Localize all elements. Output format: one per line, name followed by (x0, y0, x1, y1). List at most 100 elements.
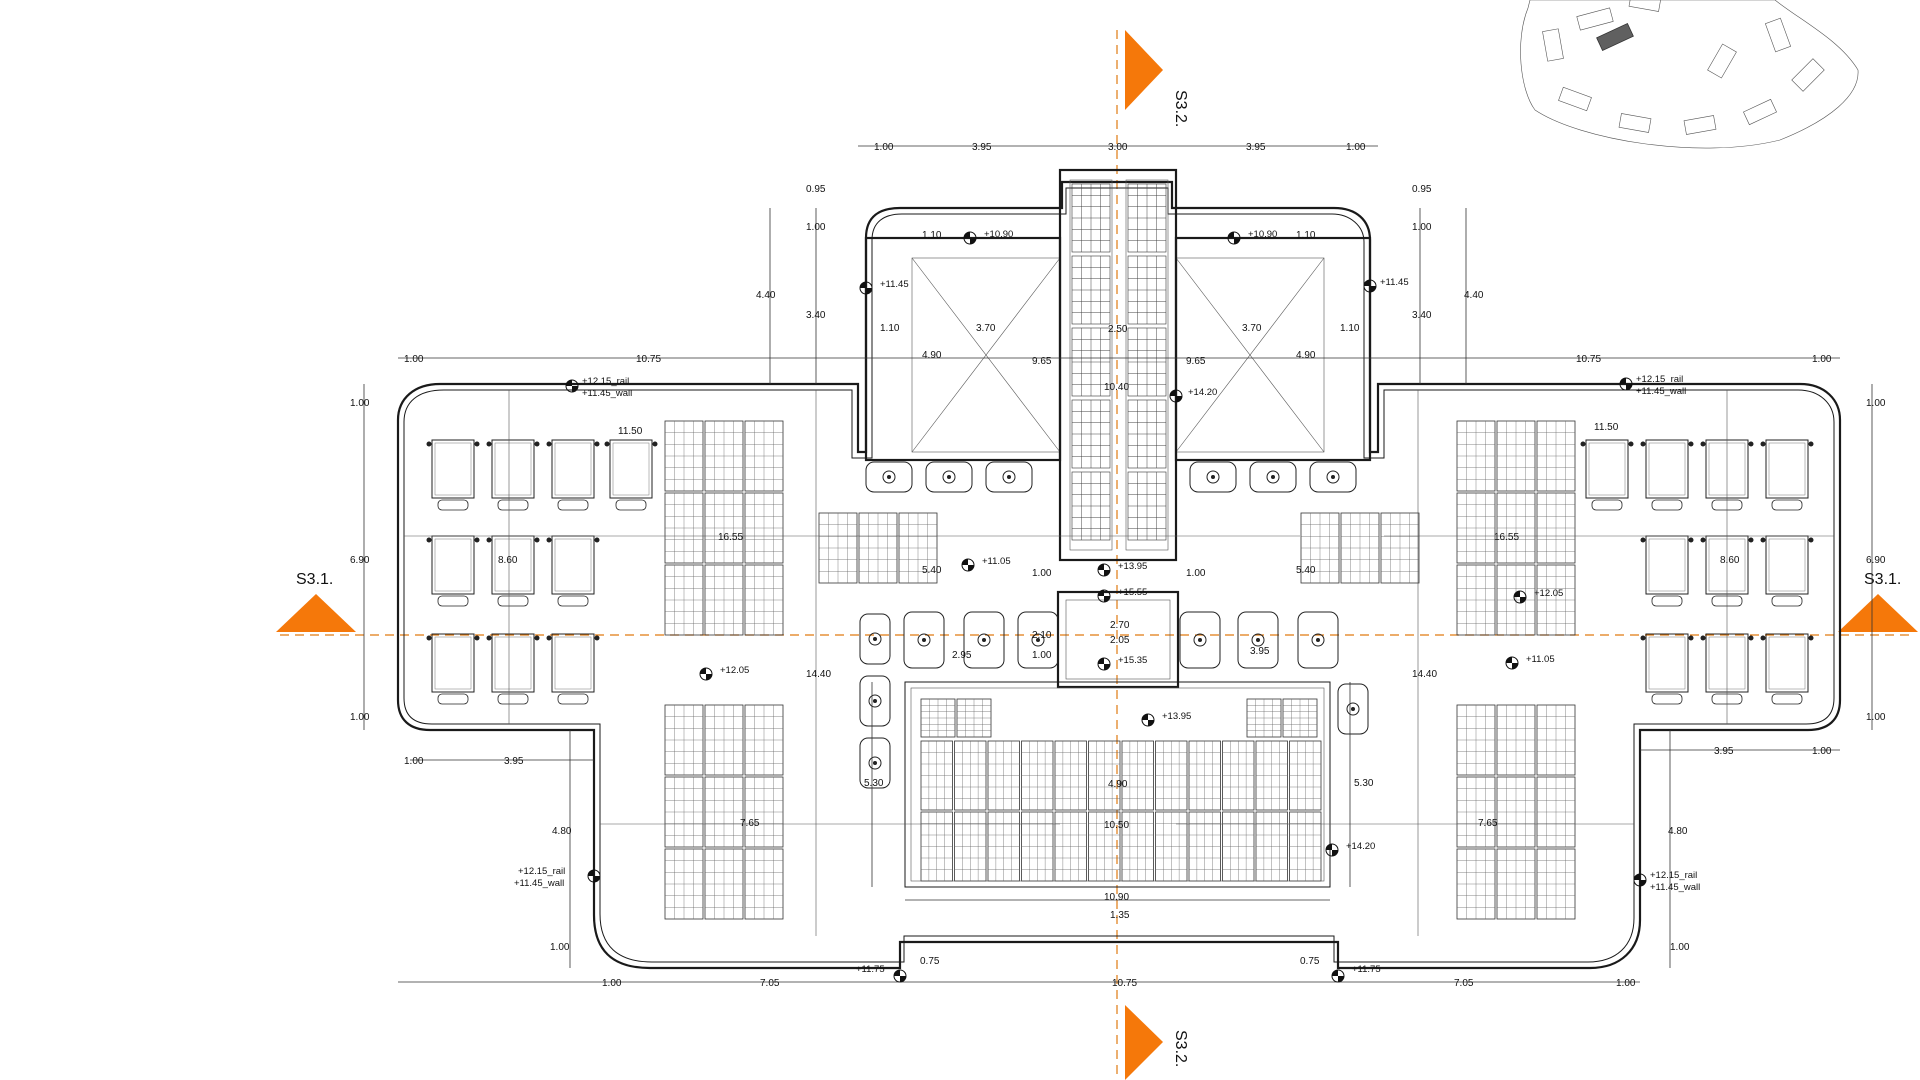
svg-text:0.75: 0.75 (920, 956, 940, 967)
solar-panel (1021, 811, 1054, 882)
svg-text:1.00: 1.00 (1032, 568, 1052, 579)
svg-text:5.30: 5.30 (1354, 778, 1374, 789)
solar-panel (1496, 420, 1536, 492)
svg-text:+12.15_rail: +12.15_rail (1650, 870, 1697, 881)
svg-text:1.00: 1.00 (1812, 746, 1832, 757)
section-label-s31-right: S3.1. (1864, 571, 1901, 588)
level-marker: +14.20 (1325, 841, 1375, 857)
svg-text:+11.45: +11.45 (1380, 277, 1409, 288)
solar-panel-array (1456, 704, 1576, 920)
solar-panel (987, 811, 1020, 882)
solar-panel (1536, 420, 1576, 492)
solar-panel (1340, 512, 1380, 584)
solar-panel (744, 420, 784, 492)
svg-text:10.40: 10.40 (1104, 382, 1129, 393)
svg-text:5.40: 5.40 (922, 565, 942, 576)
level-marker: +15.55 (1097, 587, 1147, 603)
section-arrow-s31-right (1838, 594, 1918, 632)
solar-panel (1536, 492, 1576, 564)
svg-text:10.75: 10.75 (1576, 354, 1601, 365)
ac-unit (1580, 439, 1634, 511)
solar-panel (1456, 564, 1496, 636)
solar-panel (1456, 492, 1496, 564)
solar-panel-array (664, 420, 784, 636)
svg-text:10.50: 10.50 (1104, 820, 1129, 831)
svg-text:+12.15_rail: +12.15_rail (1636, 374, 1683, 385)
svg-text:1.00: 1.00 (404, 756, 424, 767)
solar-panel (1536, 704, 1576, 776)
svg-text:10.75: 10.75 (636, 354, 661, 365)
level-marker: +11.05 (961, 556, 1011, 572)
svg-text:1.00: 1.00 (550, 942, 570, 953)
solar-panel (704, 492, 744, 564)
solar-panel (1255, 740, 1288, 811)
solar-panel (704, 704, 744, 776)
solar-panel (1021, 740, 1054, 811)
svg-text:2.50: 2.50 (1108, 324, 1128, 335)
svg-text:11.50: 11.50 (1594, 422, 1619, 433)
level-marker: +12.05 (1513, 588, 1563, 604)
solar-panel (1282, 698, 1318, 738)
svg-text:+11.05: +11.05 (1526, 654, 1555, 665)
solar-panel (858, 512, 898, 584)
ac-unit (546, 633, 600, 705)
level-marker: +13.95 (1097, 561, 1147, 577)
svg-text:1.00: 1.00 (404, 354, 424, 365)
solar-panel (664, 848, 704, 920)
solar-panel (664, 704, 704, 776)
svg-text:2.10: 2.10 (1032, 630, 1052, 641)
svg-text:0.75: 0.75 (1300, 956, 1320, 967)
solar-panel (1054, 740, 1087, 811)
svg-text:+13.95: +13.95 (1162, 711, 1191, 722)
solar-panel (1155, 740, 1188, 811)
water-tank (859, 675, 891, 727)
svg-text:1.00: 1.00 (350, 712, 370, 723)
solar-panel (898, 512, 938, 584)
solar-panel (1222, 811, 1255, 882)
ac-unit (426, 535, 480, 607)
building-outline (396, 180, 1842, 970)
solar-panel-array (1456, 420, 1576, 636)
svg-text:1.10: 1.10 (880, 323, 900, 334)
solar-panel (704, 848, 744, 920)
svg-text:+11.75: +11.75 (1352, 964, 1381, 975)
solar-panel (1155, 811, 1188, 882)
svg-text:5.40: 5.40 (1296, 565, 1316, 576)
svg-text:16.55: 16.55 (1494, 532, 1519, 543)
level-marker: +12.15_rail+11.45_wall (1633, 870, 1700, 893)
svg-text:3.40: 3.40 (1412, 310, 1432, 321)
ac-unit (1640, 439, 1694, 511)
svg-text:2.95: 2.95 (952, 650, 972, 661)
level-marker: +11.45 (1363, 277, 1409, 293)
svg-text:1.00: 1.00 (1186, 568, 1206, 579)
water-tank (1189, 461, 1237, 493)
solar-panel (1188, 740, 1221, 811)
svg-text:1.10: 1.10 (922, 230, 942, 241)
solar-panel (744, 564, 784, 636)
solar-panel (1496, 776, 1536, 848)
svg-text:4.40: 4.40 (756, 290, 776, 301)
solar-panel (664, 492, 704, 564)
dimension-labels: 1.00 3.95 3.00 3.95 1.00 0.95 0.95 1.00 … (350, 142, 1886, 989)
level-marker: +11.75 (856, 964, 907, 983)
ac-unit (1760, 535, 1814, 607)
key-plan (1520, 0, 1859, 149)
ac-unit (486, 633, 540, 705)
svg-text:+15.35: +15.35 (1118, 655, 1147, 666)
solar-panel-array (1300, 512, 1420, 584)
svg-text:+10.90: +10.90 (1248, 229, 1277, 240)
water-tank (1337, 683, 1369, 735)
water-tank (865, 461, 913, 493)
svg-text:+11.45: +11.45 (880, 279, 909, 290)
section-label-s31-left: S3.1. (296, 571, 333, 588)
section-arrow-s32-bottom (1125, 1005, 1163, 1080)
svg-text:4.40: 4.40 (1464, 290, 1484, 301)
svg-text:1.00: 1.00 (1812, 354, 1832, 365)
solar-panel (920, 740, 953, 811)
section-arrow-s32-top (1125, 30, 1163, 110)
svg-text:7.05: 7.05 (1454, 978, 1474, 989)
level-marker: +12.15_rail+11.45_wall (1619, 374, 1686, 397)
dimension-lines (363, 145, 1873, 983)
solar-panel (1456, 776, 1496, 848)
wing-grid-lines (404, 390, 1834, 936)
